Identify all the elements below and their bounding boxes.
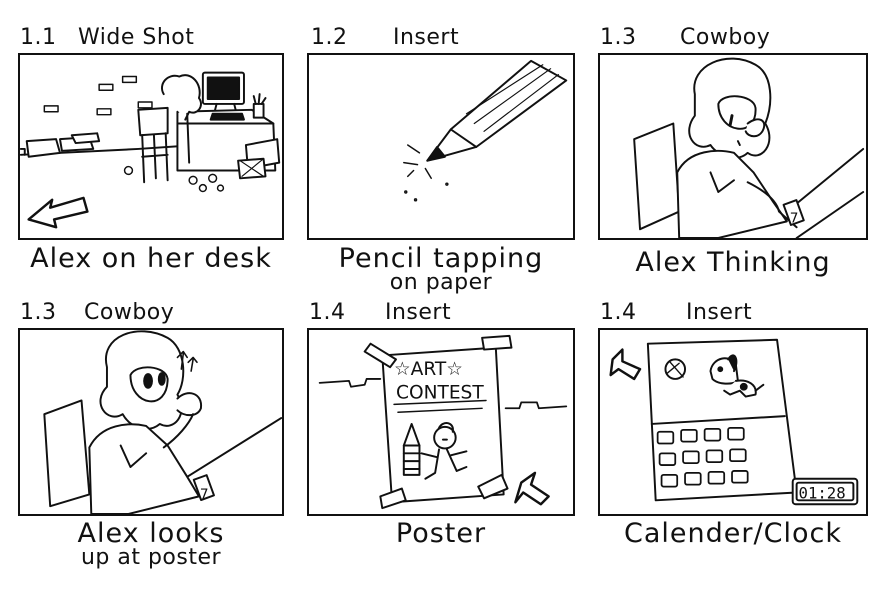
tap-mark-text: 7	[790, 210, 799, 226]
panel-frame	[18, 53, 284, 240]
ball-icon	[664, 358, 687, 380]
caption-line: Calender/Clock	[624, 518, 842, 549]
caption-line: on paper	[389, 270, 493, 295]
alex-thinking-drawing: 7	[633, 57, 865, 238]
shot-type: Cowboy	[84, 300, 175, 325]
panel-caption: Alex Thinking	[598, 247, 868, 278]
calendar-grid	[656, 426, 749, 488]
wall-bricks	[43, 75, 153, 116]
panel-number: 1.4	[309, 300, 346, 325]
storyboard-panel-4: 1.3 Cowboy 7 Alex look	[18, 301, 284, 569]
panel-frame: 01:28	[598, 328, 868, 516]
poster-title-line2: CONTEST	[396, 383, 484, 404]
storyboard-panel-1: 1.1 Wide Shot	[18, 26, 284, 272]
caption-line: Alex Thinking	[635, 247, 831, 278]
storyboard-panel-2: 1.2 Insert Pencil tapping on paper	[307, 26, 575, 294]
panel-number: 1.1	[20, 25, 57, 50]
digital-clock	[791, 477, 859, 506]
shot-type: Wide Shot	[78, 25, 195, 50]
crumpled-paper	[123, 165, 225, 193]
shot-type: Cowboy	[680, 25, 771, 50]
storyboard-panel-6: 1.4 Insert	[598, 301, 868, 547]
alex-looks-up-drawing: 7	[43, 330, 282, 514]
wide-shot-drawing	[20, 71, 281, 229]
caption-line: Poster	[395, 518, 487, 549]
shot-type: Insert	[393, 25, 460, 50]
caption-line: Alex looks	[77, 518, 225, 549]
arrow-icon	[514, 471, 550, 506]
dog-icon	[709, 354, 765, 398]
caption-line: up at poster	[80, 545, 222, 570]
panel-caption: Alex looks up at poster	[18, 518, 284, 570]
pencil-insert-drawing	[403, 59, 568, 202]
panel-number: 1.4	[600, 300, 637, 325]
panel-caption: Alex on her desk	[18, 243, 284, 274]
arrow-icon	[27, 196, 89, 229]
panel-number: 1.2	[311, 25, 348, 50]
shot-type: Insert	[686, 300, 753, 325]
shot-type: Insert	[385, 300, 452, 325]
caption-line: Alex on her desk	[30, 243, 272, 274]
tap-marks	[403, 144, 449, 202]
panel-frame: 7	[598, 53, 868, 240]
panel-caption: Calender/Clock	[598, 518, 868, 549]
caption-line: Pencil tapping	[338, 243, 544, 274]
poster-title-line1: ☆ART☆	[394, 359, 463, 380]
clock-time: 01:28	[799, 483, 846, 502]
pencil-icon	[426, 59, 568, 162]
storyboard-panel-3: 1.3 Cowboy 7 Alex Thinking	[598, 26, 868, 276]
calendar-clock-drawing: 01:28	[609, 338, 859, 506]
storyboard-panel-5: 1.4 Insert ☆ART☆ CONTEST	[307, 301, 575, 547]
arrow-icon	[609, 348, 642, 381]
panel-number: 1.3	[600, 25, 637, 50]
panel-frame: ☆ART☆ CONTEST	[307, 328, 575, 516]
panel-number: 1.3	[20, 300, 57, 325]
panel-caption: Poster	[307, 518, 575, 549]
tap-mark-text: 7	[200, 486, 209, 502]
panel-frame: 7	[18, 328, 284, 516]
poster-drawing: ☆ART☆ CONTEST	[318, 334, 568, 510]
panel-caption: Pencil tapping on paper	[307, 243, 575, 295]
panel-frame	[307, 53, 575, 240]
